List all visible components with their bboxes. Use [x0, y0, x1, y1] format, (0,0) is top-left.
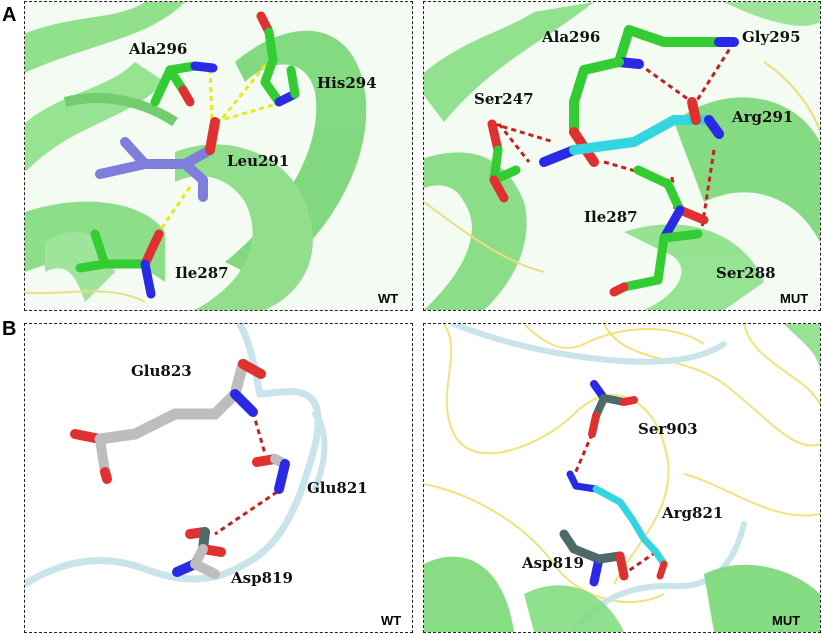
helix-cartoon	[25, 2, 367, 310]
tag-wt-b: WT	[381, 613, 402, 628]
residue-ile287-sticks	[75, 229, 164, 299]
label-arg291: Arg291	[732, 108, 794, 126]
tag-mut-b: MUT	[772, 613, 801, 628]
residue-glu823-sticks	[70, 358, 266, 484]
hydrogen-bonds	[572, 433, 657, 576]
label-gly295: Gly295	[742, 28, 801, 46]
residue-ser247-sticks	[487, 119, 521, 203]
label-ala296-mut: Ala296	[542, 28, 601, 46]
label-leu291: Leu291	[227, 152, 290, 170]
label-ala296: Ala296	[129, 40, 188, 58]
residue-arg821-sticks	[566, 470, 668, 580]
panel-a-wt-box: Ala296 His294 Leu291 Ile287 WT	[24, 1, 413, 311]
residue-arg291-sticks	[539, 97, 724, 167]
panel-b-wt-box: Glu823 Glu821 Asp819 WT	[24, 323, 413, 633]
residue-asp819-sticks	[172, 527, 226, 579]
panel-a-letter: A	[2, 4, 17, 26]
hydrogen-bonds	[214, 411, 278, 536]
label-asp819: Asp819	[231, 569, 293, 587]
residue-leu291-sticks	[95, 117, 220, 202]
helix-cartoon	[424, 324, 820, 632]
panel-b-mut-box: Ser903 Arg821 Asp819 MUT	[423, 323, 821, 633]
label-glu823: Glu823	[131, 362, 192, 380]
tag-mut: MUT	[780, 291, 809, 306]
panel-a-wt-structure	[25, 2, 367, 310]
label-ser903: Ser903	[638, 420, 698, 438]
label-asp819-mut: Asp819	[522, 554, 584, 572]
label-arg821: Arg821	[662, 504, 724, 522]
panel-b-letter: B	[2, 318, 17, 340]
residue-asp819-sticks	[559, 529, 629, 587]
label-ile287: Ile287	[175, 264, 229, 282]
label-glu821: Glu821	[307, 479, 368, 497]
residue-ser288-sticks	[609, 229, 703, 297]
panel-b-wt-structure	[25, 324, 328, 588]
residue-ile287-sticks	[633, 165, 709, 243]
tag-wt: WT	[378, 291, 399, 306]
residue-ser903-sticks	[588, 380, 638, 438]
residue-ala296-sticks	[150, 61, 218, 107]
label-ser288: Ser288	[716, 264, 776, 282]
panel-b-mut-structure	[424, 324, 820, 632]
label-his294: His294	[317, 74, 377, 92]
residue-his294-sticks	[256, 11, 300, 107]
label-ser247: Ser247	[474, 90, 534, 108]
panel-a-mut-structure	[424, 2, 820, 310]
label-ile287-mut: Ile287	[584, 208, 638, 226]
panel-a-mut-box: Ala296 Gly295 Ser247 Arg291 Ile287 Ser28…	[423, 1, 821, 311]
residue-glu821-sticks	[252, 454, 290, 494]
loop-cartoon	[25, 324, 328, 588]
